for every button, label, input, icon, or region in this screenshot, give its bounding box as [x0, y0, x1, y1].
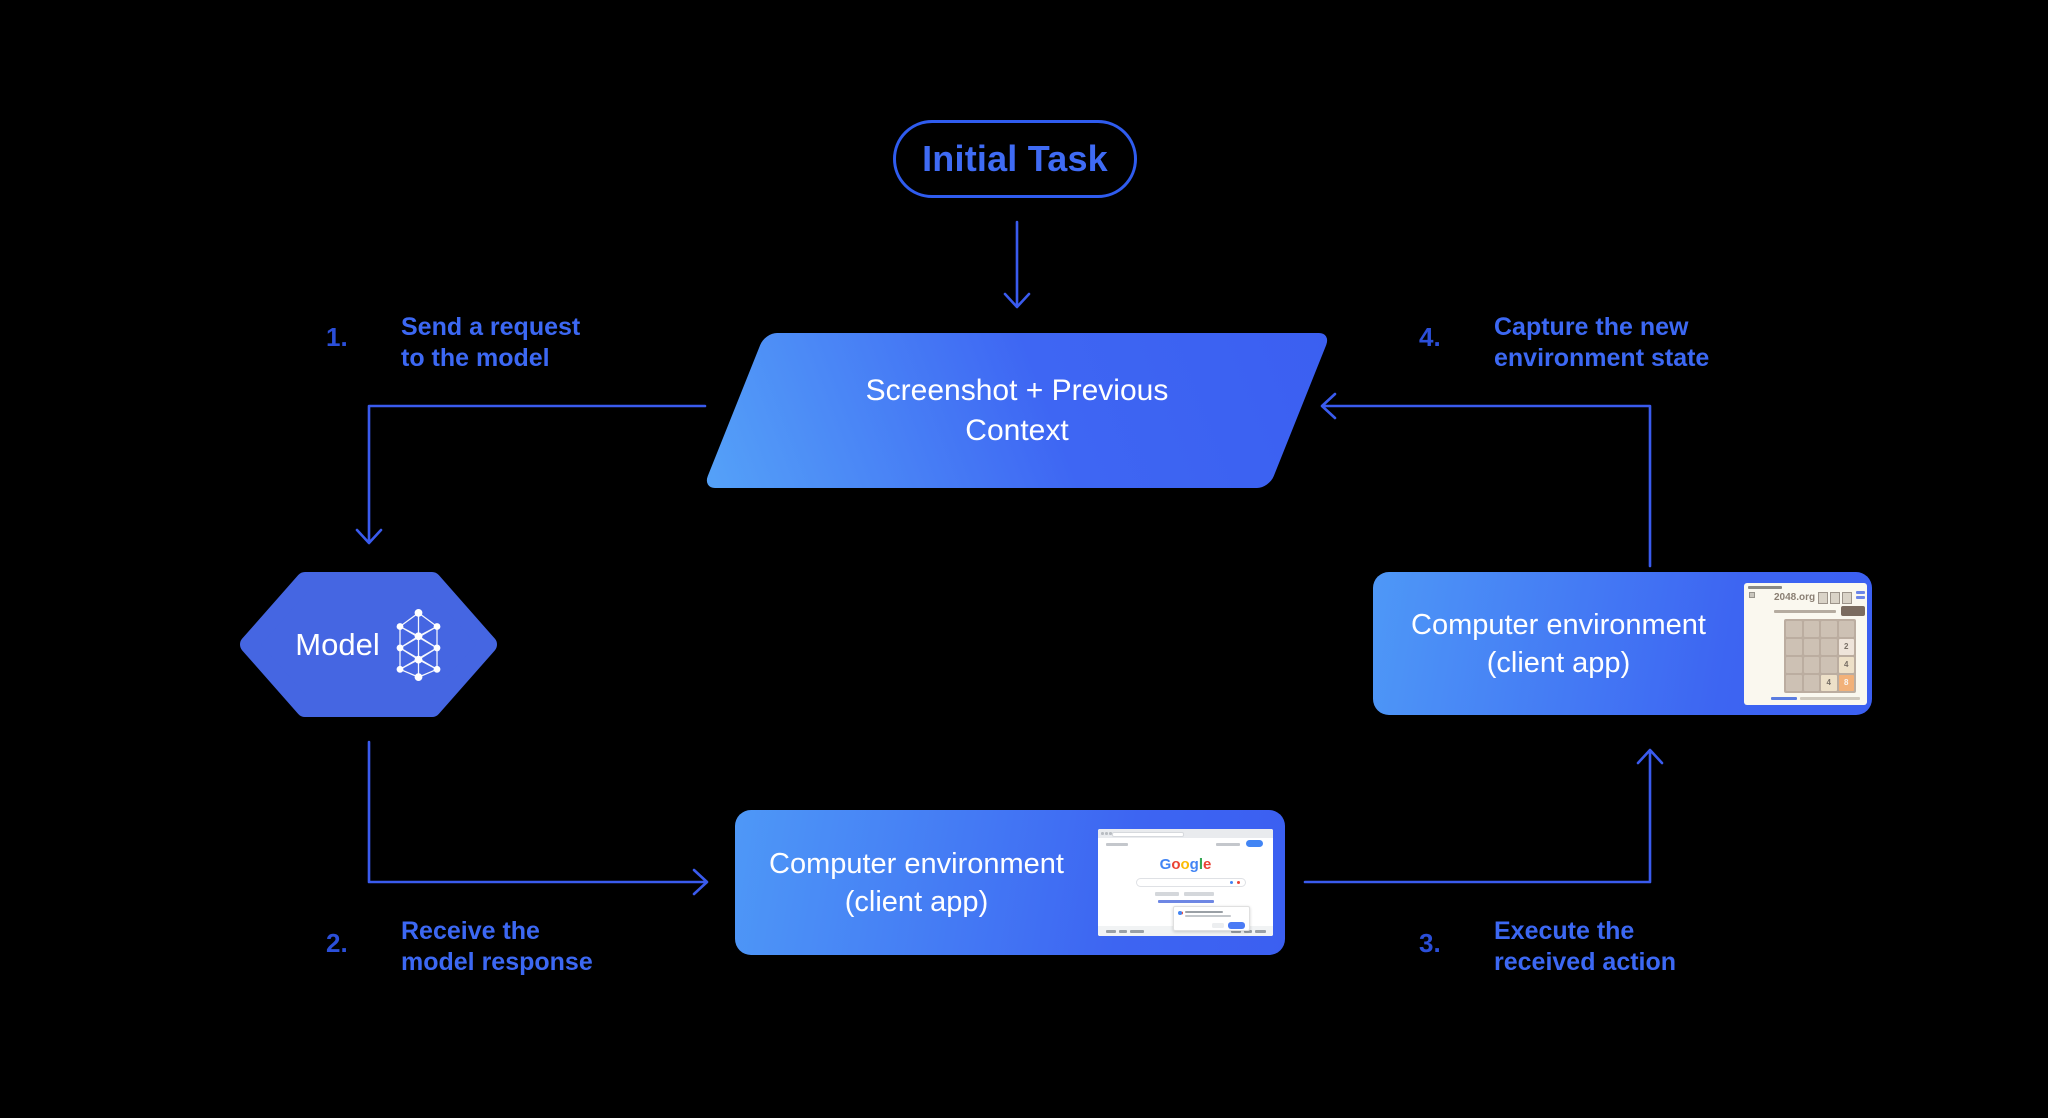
computer-env-right-label: Computer environment (client app): [1411, 608, 1706, 679]
favicon: [1749, 591, 1755, 598]
window-dot: [1109, 832, 1112, 835]
cookie-dialog: [1173, 906, 1250, 931]
arrow-env-bottom-to-env-right: [1303, 748, 1664, 884]
step-4-number: 4.: [1419, 322, 1441, 352]
arrow-model-to-env-bottom: [367, 740, 709, 896]
lens-icon: [1237, 881, 1240, 884]
arrow-task-to-context: [1003, 220, 1031, 309]
step-2-label: Receive the model response: [401, 917, 593, 976]
initial-task-label: Initial Task: [922, 138, 1108, 179]
computer-env-bottom-node: Computer environment (client app) Google: [735, 810, 1285, 955]
step-4-label: Capture the new environment state: [1494, 313, 1710, 372]
step-3-number: 3.: [1419, 928, 1441, 958]
footer-text: [1800, 696, 1860, 700]
tile-4: 4: [1838, 656, 1854, 673]
google-logo: Google: [1159, 856, 1212, 873]
dialog-text: [1185, 915, 1231, 918]
step-3-label: Execute the received action: [1494, 917, 1677, 976]
screenshot-context-node: Screenshot + Previous Context: [703, 333, 1331, 488]
tile-2: 2: [1838, 638, 1854, 655]
nav-links-right: [1216, 843, 1240, 846]
browser-chrome: [1098, 829, 1273, 838]
arrow-env-right-to-context: [1320, 392, 1652, 568]
new-game-button: [1841, 605, 1865, 616]
initial-task-node: Initial Task: [893, 120, 1137, 198]
language-links: [1158, 900, 1214, 903]
window-dot: [1101, 832, 1104, 835]
browser-tab-text: [1748, 585, 1782, 589]
computer-env-bottom-label: Computer environment (client app): [769, 847, 1064, 918]
mic-icon: [1230, 881, 1233, 884]
tile-4: 4: [1821, 674, 1837, 691]
step-1-label: Send a request to the model: [401, 313, 581, 372]
thumbnail-2048: 2048.org 2 4 4 8: [1744, 582, 1867, 705]
sign-in-button: [1246, 840, 1263, 847]
header-link: [1856, 595, 1865, 599]
score-box: [1842, 591, 1852, 604]
tile-8: 8: [1838, 674, 1854, 691]
neural-network-icon: [396, 608, 441, 681]
hexagon-shape: [240, 572, 497, 717]
thumbnail-google: Google: [1098, 829, 1273, 936]
google-search-button: [1155, 892, 1179, 896]
model-label: Model: [295, 626, 380, 662]
dialog-primary-button: [1228, 922, 1245, 929]
feeling-lucky-button: [1184, 892, 1214, 896]
score-box: [1818, 591, 1828, 604]
nav-links-left: [1106, 843, 1128, 846]
step-2-number: 2.: [326, 928, 348, 958]
window-dot: [1105, 832, 1108, 835]
score-boxes: [1818, 591, 1852, 604]
subtitle-text: [1774, 609, 1836, 613]
model-node: Model: [240, 572, 497, 717]
footer-bar: [1098, 926, 1273, 936]
arrow-context-to-model: [355, 404, 707, 545]
google-g-icon: [1178, 911, 1182, 915]
url-bar: [1112, 831, 1184, 837]
dialog-text: [1185, 911, 1223, 914]
screenshot-context-label: Screenshot + Previous Context: [865, 373, 1169, 447]
header-link: [1856, 590, 1865, 594]
site-title: 2048.org: [1774, 591, 1816, 603]
how-to-play-link: [1771, 696, 1797, 700]
game-grid: 2 4 4 8: [1784, 618, 1856, 693]
step-1-number: 1.: [326, 322, 348, 352]
computer-env-right-node: Computer environment (client app) 2048.o…: [1373, 572, 1872, 715]
search-bar: [1136, 878, 1246, 887]
score-box: [1830, 591, 1840, 604]
dialog-secondary-button: [1212, 923, 1224, 928]
